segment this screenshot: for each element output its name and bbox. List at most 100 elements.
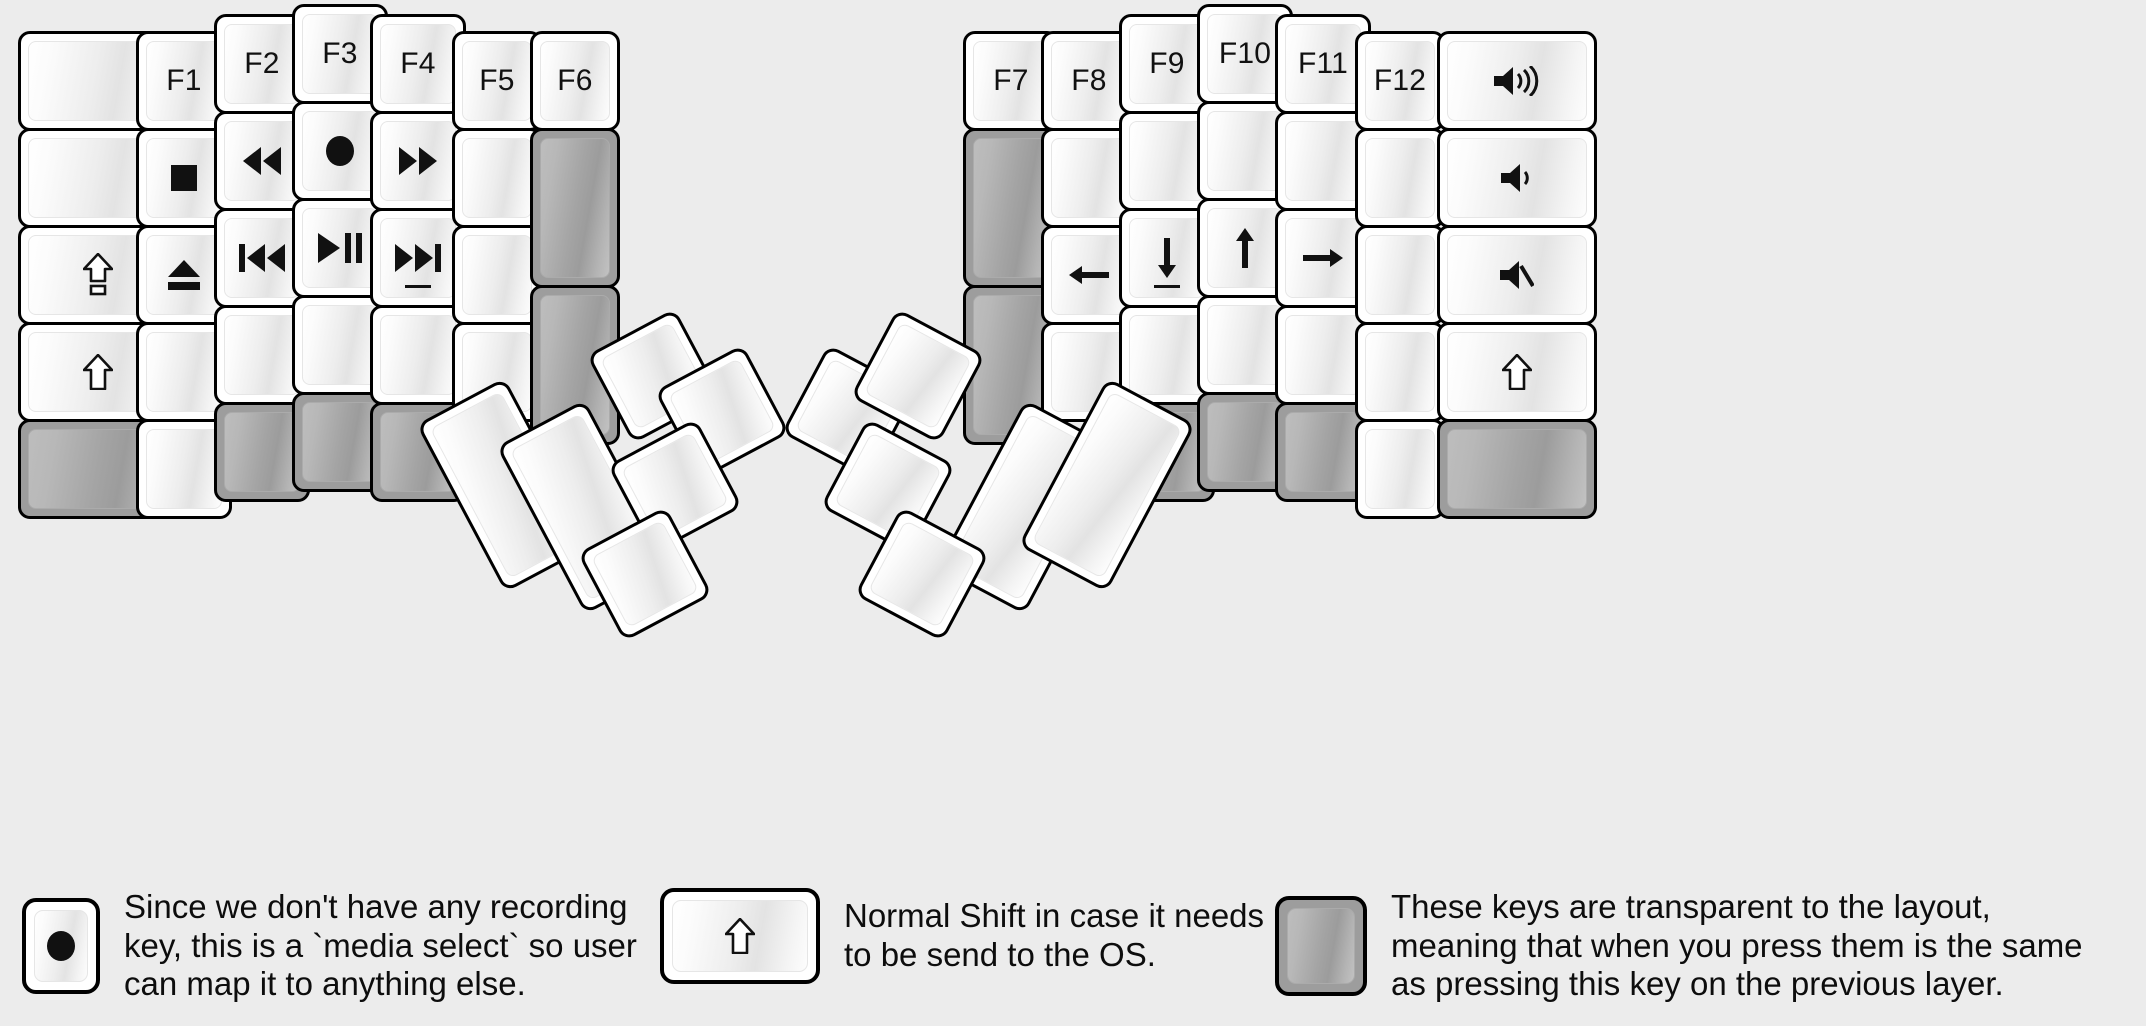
col-outer-right-key-1[interactable] bbox=[1437, 128, 1597, 228]
keycap-face bbox=[1207, 402, 1283, 482]
col-f4-key-4[interactable] bbox=[370, 402, 466, 502]
col-f2-key-4[interactable] bbox=[214, 402, 310, 502]
col-outer-left-key-2[interactable] bbox=[18, 225, 178, 325]
keycap-sublabel-line bbox=[1154, 285, 1180, 288]
keycap-face bbox=[380, 121, 456, 201]
col-f12-key-3[interactable] bbox=[1355, 322, 1445, 422]
keycap-face bbox=[1207, 14, 1283, 94]
keycap-label bbox=[295, 395, 385, 489]
keycap-face bbox=[462, 138, 532, 218]
keycap-face bbox=[302, 305, 378, 385]
col-f12-key-4[interactable] bbox=[1355, 419, 1445, 519]
col-f9-key-4[interactable] bbox=[1119, 402, 1215, 502]
keycap-face bbox=[146, 429, 222, 509]
stop-icon bbox=[139, 131, 229, 225]
keycap-label: F12 bbox=[1373, 64, 1427, 97]
col-f4-key-3[interactable] bbox=[370, 305, 466, 405]
keycap-label bbox=[533, 131, 617, 285]
col-f5-key-0[interactable]: F5 bbox=[452, 31, 542, 131]
col-f10-key-0[interactable]: F10 bbox=[1197, 4, 1293, 104]
volume-mute-icon bbox=[1440, 228, 1594, 322]
col-f4-key-0[interactable]: F4 bbox=[370, 14, 466, 114]
col-f3-key-0[interactable]: F3 bbox=[292, 4, 388, 104]
col-f1-key-3[interactable] bbox=[136, 322, 232, 422]
keycap-face bbox=[1287, 907, 1355, 984]
legend-item-record-keycap bbox=[22, 897, 100, 994]
col-f10-key-4[interactable] bbox=[1197, 392, 1293, 492]
keycap-label bbox=[455, 131, 539, 225]
volume-up-icon bbox=[1440, 34, 1594, 128]
keycap-face bbox=[973, 138, 1049, 278]
keycap-label: F6 bbox=[557, 64, 593, 97]
legend-item-transparent-keycap bbox=[1275, 895, 1367, 996]
keycap-face bbox=[224, 24, 300, 104]
keycap-face bbox=[224, 121, 300, 201]
col-f5-key-2[interactable] bbox=[452, 225, 542, 325]
keycap-label bbox=[1358, 228, 1442, 322]
col-f7-key-1[interactable] bbox=[963, 128, 1059, 288]
keycap-label: F1 bbox=[166, 64, 202, 97]
col-f5-key-3[interactable] bbox=[452, 322, 542, 422]
col-f8-key-0[interactable]: F8 bbox=[1041, 31, 1137, 131]
keycap-label bbox=[533, 288, 617, 442]
shift-icon bbox=[664, 892, 816, 980]
col-f11-key-0[interactable]: F11 bbox=[1275, 14, 1371, 114]
keycap-label bbox=[1044, 325, 1134, 419]
col-f4-key-1[interactable] bbox=[370, 111, 466, 211]
col-f11-key-1[interactable] bbox=[1275, 111, 1371, 211]
col-outer-right-key-4[interactable] bbox=[1437, 419, 1597, 519]
col-f11-key-3[interactable] bbox=[1275, 305, 1371, 405]
keycap-label bbox=[1200, 395, 1290, 489]
keycap-face bbox=[1365, 235, 1435, 315]
col-f6-key-2[interactable] bbox=[530, 285, 620, 445]
col-f3-key-2[interactable] bbox=[292, 198, 388, 298]
previous-track-icon bbox=[217, 211, 307, 305]
keycap-label bbox=[1044, 131, 1134, 225]
col-outer-right-key-3[interactable] bbox=[1437, 322, 1597, 422]
col-f4-key-2[interactable] bbox=[370, 208, 466, 308]
keycap-face bbox=[146, 41, 222, 121]
col-f8-key-2[interactable] bbox=[1041, 225, 1137, 325]
col-f2-key-0[interactable]: F2 bbox=[214, 14, 310, 114]
col-outer-left-key-4[interactable] bbox=[18, 419, 178, 519]
legend-item-record-text: Since we don't have any recording key, t… bbox=[124, 888, 637, 1003]
col-outer-right-key-2[interactable] bbox=[1437, 225, 1597, 325]
keycap-label: F4 bbox=[400, 47, 436, 80]
col-f2-key-1[interactable] bbox=[214, 111, 310, 211]
keycap-face bbox=[380, 315, 456, 395]
col-outer-left-key-1[interactable] bbox=[18, 128, 178, 228]
col-f5-key-1[interactable] bbox=[452, 128, 542, 228]
col-f9-key-2[interactable] bbox=[1119, 208, 1215, 308]
keycap-face bbox=[1207, 305, 1283, 385]
col-f6-key-0[interactable]: F6 bbox=[530, 31, 620, 131]
fast-forward-icon bbox=[373, 114, 463, 208]
keycap-face bbox=[380, 24, 456, 104]
col-outer-right-key-0[interactable] bbox=[1437, 31, 1597, 131]
play-pause-icon bbox=[295, 201, 385, 295]
rewind-icon bbox=[217, 114, 307, 208]
keycap-label: F9 bbox=[1149, 47, 1185, 80]
keycap-face bbox=[1285, 412, 1361, 492]
col-f11-key-4[interactable] bbox=[1275, 402, 1371, 502]
col-f1-key-2[interactable] bbox=[136, 225, 232, 325]
col-f11-key-2[interactable] bbox=[1275, 208, 1371, 308]
col-outer-left-key-3[interactable] bbox=[18, 322, 178, 422]
keycap-face bbox=[1365, 138, 1435, 218]
keycap-label bbox=[455, 325, 539, 419]
keycap-face bbox=[1051, 138, 1127, 218]
col-f12-key-0[interactable]: F12 bbox=[1355, 31, 1445, 131]
keycap-label bbox=[966, 288, 1056, 442]
keycap-label bbox=[455, 228, 539, 322]
keycap-face bbox=[146, 332, 222, 412]
keycap-label: F3 bbox=[322, 37, 358, 70]
col-outer-left-key-0[interactable] bbox=[18, 31, 178, 131]
col-f3-key-4[interactable] bbox=[292, 392, 388, 492]
col-f12-key-2[interactable] bbox=[1355, 225, 1445, 325]
keycap-face bbox=[1365, 41, 1435, 121]
col-f6-key-1[interactable] bbox=[530, 128, 620, 288]
keycap-face bbox=[462, 41, 532, 121]
keycap-label bbox=[295, 298, 385, 392]
col-f7-key-0[interactable]: F7 bbox=[963, 31, 1059, 131]
col-f2-key-3[interactable] bbox=[214, 305, 310, 405]
col-f12-key-1[interactable] bbox=[1355, 128, 1445, 228]
